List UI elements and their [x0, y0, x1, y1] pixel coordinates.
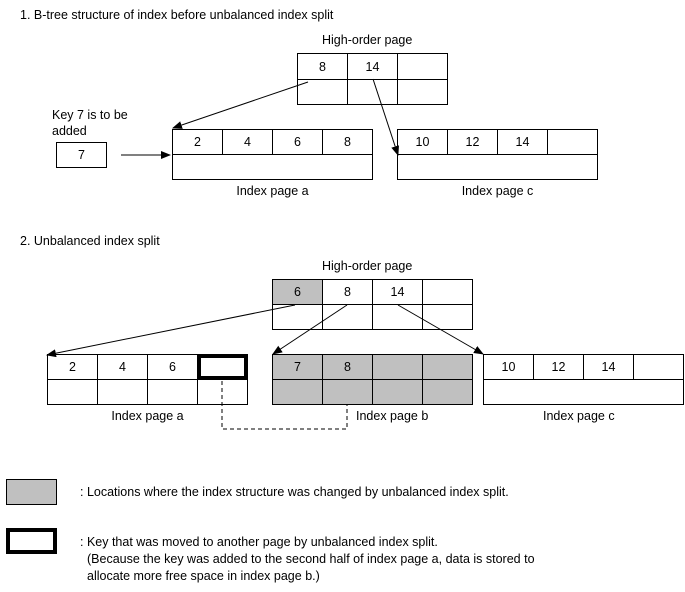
- page-c-key-cell: [547, 129, 598, 155]
- page-c-label: Index page c: [461, 184, 534, 198]
- page-c-key-cell: 14: [583, 354, 634, 380]
- page-b-key-cell: 7: [272, 354, 323, 380]
- page-b-data-cell: [422, 379, 473, 405]
- page-a-label: Index page a: [236, 184, 309, 198]
- page-a-data-cell: [47, 379, 98, 405]
- high-order-pointer-cell: [272, 304, 323, 330]
- page-a-key-cell: 2: [47, 354, 98, 380]
- page-c-label: Index page c: [543, 409, 615, 423]
- legend-bold-text: (Because the key was added to the second…: [87, 552, 535, 566]
- page-a-data-row: [172, 154, 373, 180]
- page-b-data-cell: [372, 379, 423, 405]
- page-a-key-cell: 2: [172, 129, 223, 155]
- arrow-high-to-page-a: [172, 81, 309, 129]
- section1-title: 1. B-tree structure of index before unba…: [20, 8, 334, 22]
- moved-key-highlight: [197, 354, 248, 380]
- page-c-data-row: [483, 379, 684, 405]
- arrow-high-to-page-c: [372, 78, 399, 156]
- high-order-pointer-cell: [372, 304, 423, 330]
- high-order-pointer-cell: [422, 304, 473, 330]
- page-a-key-cell: 6: [147, 354, 198, 380]
- moved-key-dashed-path: [221, 381, 348, 430]
- new-key-note: added: [52, 124, 87, 138]
- page-c-key-cell: 14: [497, 129, 548, 155]
- page-c-key-cell: 10: [397, 129, 448, 155]
- page-a-label: Index page a: [111, 409, 184, 423]
- page-a-key-cell: 4: [222, 129, 273, 155]
- page-a-data-cell: [147, 379, 198, 405]
- page-c-key-cell: 12: [533, 354, 584, 380]
- arrow-high2-to-page-a: [46, 304, 296, 358]
- page-c-key-cell: [633, 354, 684, 380]
- legend-bold-text: : Key that was moved to another page by …: [80, 535, 438, 549]
- new-key-box: 7: [56, 142, 107, 168]
- high-order-pointer-cell: [322, 304, 373, 330]
- page-a-key-cell: 4: [97, 354, 148, 380]
- high-order-pointer-cell: [347, 79, 398, 105]
- legend-shaded-text: : Locations where the index structure wa…: [80, 485, 509, 499]
- high-order-key-cell: 6: [272, 279, 323, 305]
- page-b-label: Index page b: [356, 409, 429, 423]
- high-order-pointer-cell: [397, 79, 448, 105]
- high-order-key-cell: [422, 279, 473, 305]
- page-c-data-row: [397, 154, 598, 180]
- legend-shaded-swatch: [6, 479, 57, 505]
- page-b-data-cell: [322, 379, 373, 405]
- high-order-key-cell: 14: [372, 279, 423, 305]
- high-order-page-label: High-order page: [322, 33, 413, 47]
- page-b-key-cell: [372, 354, 423, 380]
- page-b-key-cell: [422, 354, 473, 380]
- page-a-key-cell: 6: [272, 129, 323, 155]
- section2-title: 2. Unbalanced index split: [20, 234, 160, 248]
- page-a-data-cell: [197, 379, 248, 405]
- legend-bold-text: allocate more free space in index page b…: [87, 569, 320, 583]
- high-order-key-cell: 8: [297, 53, 348, 80]
- page-b-data-cell: [272, 379, 323, 405]
- high-order-pointer-cell: [297, 79, 348, 105]
- high-order-key-cell: 14: [347, 53, 398, 80]
- page-c-key-cell: 10: [483, 354, 534, 380]
- high-order-key-cell: 8: [322, 279, 373, 305]
- page-a-data-cell: [97, 379, 148, 405]
- page-a-key-cell: 8: [322, 129, 373, 155]
- page-b-key-cell: 8: [322, 354, 373, 380]
- new-key-note: Key 7 is to be: [52, 108, 128, 122]
- high-order-page-label: High-order page: [322, 259, 413, 273]
- high-order-key-cell: [397, 53, 448, 80]
- legend-bold-swatch: [6, 528, 57, 554]
- page-c-key-cell: 12: [447, 129, 498, 155]
